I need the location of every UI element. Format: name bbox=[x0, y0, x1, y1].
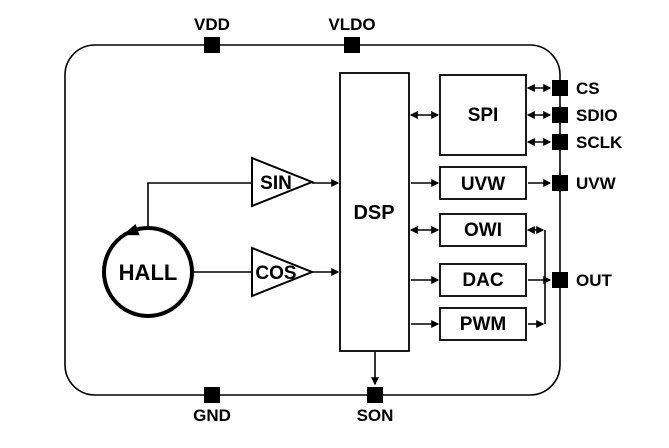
rotation-arrow-icon bbox=[122, 223, 140, 236]
block-label-uvw: UVW bbox=[461, 174, 505, 195]
block-spi bbox=[439, 74, 527, 156]
pin-label-son: SON bbox=[357, 406, 394, 425]
block-label-owi: OWI bbox=[464, 220, 502, 241]
pin-label-vldo: VLDO bbox=[328, 15, 375, 34]
pin-pad-sdio bbox=[552, 107, 568, 123]
block-label-sin: SIN bbox=[260, 173, 292, 194]
block-uvw bbox=[439, 166, 527, 200]
block-label-hall: HALL bbox=[119, 260, 178, 285]
pin-pad-cs bbox=[552, 80, 568, 96]
wire-hall-to-sin bbox=[147, 182, 251, 229]
block-dsp bbox=[339, 72, 410, 352]
pin-pad-vldo bbox=[344, 37, 360, 53]
pin-label-vdd: VDD bbox=[194, 15, 230, 34]
pin-pad-son bbox=[367, 387, 383, 403]
sin-amp-triangle bbox=[251, 156, 315, 208]
pin-pad-sclk bbox=[552, 134, 568, 150]
block-owi bbox=[439, 213, 527, 247]
pin-label-cs: CS bbox=[576, 79, 600, 98]
pin-label-gnd: GND bbox=[193, 406, 231, 425]
block-label-dac: DAC bbox=[462, 270, 503, 291]
pin-pad-gnd bbox=[204, 387, 220, 403]
chip-outline bbox=[64, 44, 561, 396]
block-label-cos: COS bbox=[255, 263, 296, 284]
block-dac bbox=[439, 263, 527, 297]
cos-amp-triangle bbox=[251, 246, 315, 298]
pin-label-out: OUT bbox=[576, 271, 613, 290]
pin-pad-out bbox=[552, 272, 568, 288]
pin-pad-vdd bbox=[204, 37, 220, 53]
pin-label-sdio: SDIO bbox=[576, 106, 618, 125]
pin-pad-uvw bbox=[552, 175, 568, 191]
block-label-spi: SPI bbox=[468, 105, 499, 126]
block-label-dsp: DSP bbox=[353, 202, 394, 224]
block-label-pwm: PWM bbox=[460, 314, 506, 335]
pin-label-sclk: SCLK bbox=[576, 133, 623, 152]
block-pwm bbox=[439, 307, 527, 341]
pin-label-uvw: UVW bbox=[576, 174, 617, 193]
